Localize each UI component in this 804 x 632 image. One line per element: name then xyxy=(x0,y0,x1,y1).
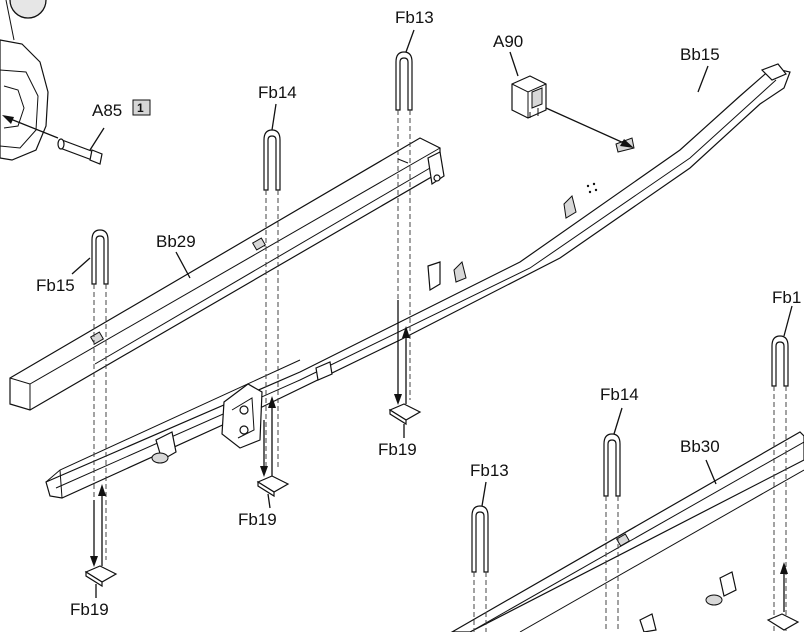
nut-plate-fb19-center xyxy=(256,396,290,509)
u-clip-fb15 xyxy=(71,229,109,560)
label-fb19-left: Fb19 xyxy=(70,600,109,619)
arrow-a85 xyxy=(2,115,59,139)
beam-bb30 xyxy=(450,431,804,632)
label-fb15: Fb15 xyxy=(36,276,75,295)
label-bb30: Bb30 xyxy=(680,437,720,456)
label-bb15: Bb15 xyxy=(680,45,720,64)
pin-a85 xyxy=(57,127,105,165)
mount-foot-center xyxy=(315,361,333,381)
leader-bb15 xyxy=(697,65,709,93)
u-clip-fb13-lower xyxy=(471,481,489,632)
label-fb14-lower: Fb14 xyxy=(600,385,639,404)
label-fb14-top: Fb14 xyxy=(258,83,297,102)
arrow-a90 xyxy=(545,107,634,148)
leader-bb29 xyxy=(175,251,191,279)
mount-foot-left xyxy=(151,431,177,464)
bracket-assembly xyxy=(221,383,263,449)
u-clip-fb13 xyxy=(395,29,415,400)
nut-plate-fb19-left xyxy=(84,484,118,598)
label-fb1-right: Fb1 xyxy=(772,288,801,307)
beam-bb29 xyxy=(9,137,445,411)
u-clip-fb14-lower xyxy=(603,407,623,632)
label-bb29: Bb29 xyxy=(156,232,196,251)
label-fb13-lower: Fb13 xyxy=(470,461,509,480)
a85-badge-number: 1 xyxy=(137,101,144,115)
label-a85: A85 xyxy=(92,101,122,120)
leader-a90 xyxy=(509,51,519,77)
clip-a90 xyxy=(511,75,547,119)
label-a90: A90 xyxy=(493,32,523,51)
beam-bb15 xyxy=(45,63,791,499)
nut-plate-fb19-mid xyxy=(388,300,422,438)
housing-assembly xyxy=(0,0,49,161)
callout-circle xyxy=(9,0,47,19)
u-clip-fb1-right xyxy=(766,305,800,632)
a85-reference-badge: 1 xyxy=(132,99,151,116)
label-fb19-mid: Fb19 xyxy=(378,440,417,459)
label-fb19-center: Fb19 xyxy=(238,510,277,529)
u-clip-fb14 xyxy=(263,103,281,470)
label-fb13-top: Fb13 xyxy=(395,8,434,27)
